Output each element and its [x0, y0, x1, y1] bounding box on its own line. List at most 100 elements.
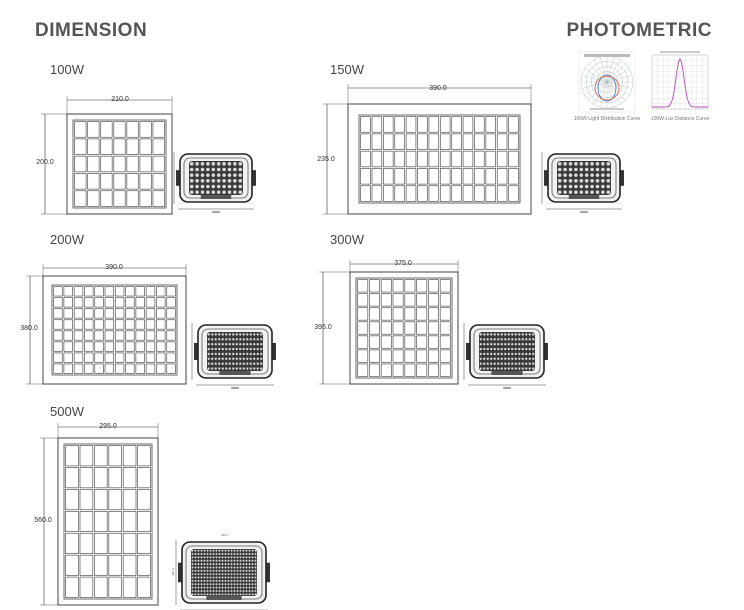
led-chip — [249, 333, 252, 336]
solar-cell — [156, 341, 166, 352]
led-chip — [209, 553, 212, 556]
solar-cell — [462, 116, 474, 133]
led-chip — [224, 579, 227, 582]
solar-cell — [79, 489, 94, 511]
solar-cell — [496, 116, 508, 133]
led-chip — [235, 357, 238, 360]
led-chip — [525, 343, 528, 346]
led-chip — [218, 367, 221, 370]
led-chip — [249, 352, 252, 356]
solar-cell — [369, 307, 380, 321]
solar-cell — [100, 190, 113, 207]
solar-cell — [125, 286, 135, 297]
led-chip — [227, 549, 230, 552]
led-chip — [507, 352, 510, 356]
solar-cell — [135, 341, 145, 352]
led-chip — [239, 367, 242, 370]
led-chip — [245, 583, 248, 586]
led-chip — [227, 579, 230, 582]
led-chip — [221, 338, 224, 341]
led-chip — [254, 566, 257, 569]
led-chip — [221, 583, 224, 586]
led-chip — [525, 347, 528, 351]
led-chip — [248, 559, 251, 562]
led-chip — [239, 589, 242, 592]
solar-cell — [122, 489, 137, 511]
led-chip — [197, 569, 200, 572]
led-chip — [251, 549, 254, 552]
solar-cell — [156, 319, 166, 330]
led-chip — [253, 357, 256, 360]
led-chip — [239, 343, 242, 346]
led-chip — [254, 573, 257, 576]
solar-cell — [417, 150, 428, 168]
solar-cell — [439, 335, 451, 349]
led-chip — [595, 173, 600, 177]
height-label-200w: 380.0 — [20, 325, 38, 332]
led-chip — [211, 357, 214, 360]
panel-inner-frame — [358, 114, 521, 204]
solar-cell — [79, 554, 94, 576]
solar-cell — [485, 168, 496, 185]
solar-cell — [166, 352, 176, 363]
led-chip — [191, 583, 194, 586]
solar-cell — [63, 319, 73, 330]
led-chip — [242, 352, 245, 356]
led-chip — [504, 362, 507, 365]
led-chip — [214, 347, 217, 351]
led-chip — [253, 352, 256, 356]
led-chip — [215, 553, 218, 556]
led-chip — [207, 357, 210, 360]
solar-cell — [380, 307, 392, 321]
solar-cell — [125, 330, 135, 341]
solar-cell — [357, 279, 369, 293]
led-chip — [203, 589, 206, 592]
lamp-fins — [219, 371, 251, 375]
led-chip — [245, 579, 248, 582]
solar-cell — [451, 150, 462, 168]
led-chip — [221, 569, 224, 572]
led-chip — [254, 549, 257, 552]
solar-cell — [135, 352, 145, 363]
led-chip — [228, 362, 231, 365]
led-chip — [215, 549, 218, 552]
led-chip — [251, 589, 254, 592]
led-chip — [227, 573, 230, 576]
solar-cell — [357, 307, 369, 321]
led-chip — [206, 167, 210, 172]
solar-cell — [126, 155, 139, 173]
led-chip — [214, 352, 217, 356]
led-chip — [239, 549, 242, 552]
led-chip — [233, 184, 237, 189]
led-chip — [239, 583, 242, 586]
led-chip — [212, 553, 215, 556]
led-chip — [532, 347, 535, 351]
solar-cell — [113, 190, 126, 207]
led-chip — [507, 343, 510, 346]
solar-cell — [104, 330, 115, 341]
led-chip — [239, 573, 242, 576]
led-chip — [203, 549, 206, 552]
solar-cell — [126, 190, 139, 207]
led-chip — [601, 162, 605, 166]
solar-cell — [145, 352, 156, 363]
led-chip — [235, 338, 238, 341]
led-chip — [497, 333, 500, 336]
solar-cell — [53, 286, 63, 297]
led-chip — [218, 362, 221, 365]
lamp-fins — [568, 195, 600, 199]
led-chip — [511, 343, 514, 346]
led-chip — [189, 173, 194, 177]
led-chip — [563, 162, 567, 166]
led-chip — [256, 362, 259, 365]
solar-cell — [104, 341, 115, 352]
lamp-fins — [200, 195, 232, 199]
solar-cell — [383, 133, 394, 150]
led-chip — [200, 563, 203, 566]
led-chip — [521, 357, 524, 360]
led-chip — [200, 162, 205, 166]
led-chip — [238, 184, 243, 189]
led-chip — [483, 338, 486, 341]
solar-cell — [87, 190, 100, 207]
led-chip — [504, 352, 507, 356]
